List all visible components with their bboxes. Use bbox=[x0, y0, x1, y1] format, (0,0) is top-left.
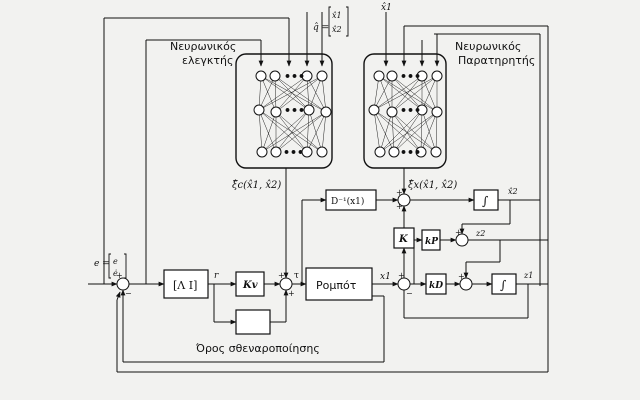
x1-signal-label: x1 bbox=[380, 272, 391, 282]
robot-block-label: Ρομπότ bbox=[316, 279, 357, 292]
observer-x1-input-label: x̂1 bbox=[381, 2, 392, 13]
q-vector-bottom: x̂2 bbox=[332, 25, 342, 34]
controller-network bbox=[258, 75, 327, 153]
svg-text:+: + bbox=[455, 228, 462, 237]
sum-kd bbox=[459, 277, 473, 291]
xhat2-signal-label: x̂2 bbox=[508, 187, 518, 196]
network-input-lines bbox=[258, 12, 440, 67]
forward-path-lines bbox=[88, 168, 549, 373]
integrator-top-block bbox=[473, 189, 499, 211]
svg-text:+: + bbox=[116, 271, 123, 280]
error-label: e = bbox=[94, 259, 110, 269]
svg-text:+: + bbox=[398, 271, 405, 280]
r-signal-label: r bbox=[214, 271, 219, 281]
z2-signal-label: z2 bbox=[475, 229, 485, 238]
observer-neurons bbox=[368, 70, 443, 158]
svg-text:+: + bbox=[396, 188, 403, 197]
kd-block-label: kD bbox=[429, 281, 443, 291]
controller-output-label: ξ̂c(x̂1, x̂2) bbox=[232, 180, 281, 191]
controller-neurons bbox=[253, 70, 332, 158]
robot-block bbox=[305, 267, 373, 301]
observer-output-label: ξ̂x(x̂1, x̂2) bbox=[408, 180, 457, 191]
dinv-block-label: D⁻¹(x1) bbox=[331, 196, 364, 207]
sum-kp bbox=[455, 233, 469, 247]
controller-ellipsis-1: ••• bbox=[284, 70, 305, 83]
observer-ellipsis-2: ••• bbox=[400, 104, 421, 117]
observer-ellipsis-3: ••• bbox=[400, 146, 421, 159]
robust-term-block bbox=[235, 309, 271, 335]
error-vector-bottom: ė bbox=[113, 269, 118, 278]
integrator-top-label: ∫ bbox=[482, 194, 489, 208]
k-block-label: K bbox=[398, 234, 409, 245]
controller-ellipsis-2: ••• bbox=[284, 104, 305, 117]
z1-signal-label: z1 bbox=[523, 271, 533, 280]
lambda-block-label: [Λ I] bbox=[173, 279, 197, 292]
svg-text:−: − bbox=[406, 289, 413, 298]
kv-block-label: Kv bbox=[242, 280, 258, 291]
observer-network bbox=[373, 75, 438, 153]
observer-ellipsis-1: ••• bbox=[400, 70, 421, 83]
controller-ellipsis-3: ••• bbox=[283, 146, 304, 159]
q-input-label: q̂ = bbox=[313, 22, 329, 33]
outer-wiring bbox=[103, 17, 549, 300]
sum-error bbox=[116, 277, 130, 291]
controller-title-line1: Νευρωνικός bbox=[170, 40, 236, 53]
dinv-block bbox=[325, 189, 377, 211]
error-vector-top: e bbox=[113, 257, 118, 266]
summing-junctions bbox=[116, 193, 473, 291]
svg-text:−: − bbox=[125, 289, 132, 298]
kp-block-label: kP bbox=[425, 237, 438, 247]
svg-text:+: + bbox=[278, 271, 285, 280]
error-vector-bracket bbox=[108, 253, 127, 279]
svg-text:+: + bbox=[396, 202, 403, 211]
k-block bbox=[393, 227, 415, 249]
kd-block bbox=[425, 273, 447, 295]
integrator-bottom-label: ∫ bbox=[500, 278, 507, 292]
sum-torque bbox=[279, 277, 293, 291]
kp-block bbox=[421, 229, 441, 251]
svg-text:+: + bbox=[288, 289, 295, 298]
tau-signal-label: τ bbox=[294, 271, 299, 281]
observer-title-line1: Νευρωνικός bbox=[455, 40, 521, 53]
sign-marks: + − + + + + + − + + bbox=[116, 188, 465, 298]
observer-box bbox=[363, 53, 447, 169]
sum-x1 bbox=[397, 277, 411, 291]
robust-term-caption: Όρος σθεναροποίησης bbox=[195, 342, 320, 355]
integrator-bottom-block bbox=[491, 273, 517, 295]
q-vector-bracket bbox=[328, 6, 349, 37]
q-vector-top: x̂1 bbox=[332, 11, 342, 20]
svg-text:+: + bbox=[458, 272, 465, 281]
blocks bbox=[163, 189, 517, 335]
lambda-block bbox=[163, 269, 209, 299]
observer-title-line2: Παρατηρητής bbox=[458, 54, 535, 67]
controller-box bbox=[235, 53, 333, 169]
controller-title-line2: ελεγκτής bbox=[182, 54, 233, 67]
sum-observer bbox=[397, 193, 411, 207]
kv-block bbox=[235, 271, 265, 297]
